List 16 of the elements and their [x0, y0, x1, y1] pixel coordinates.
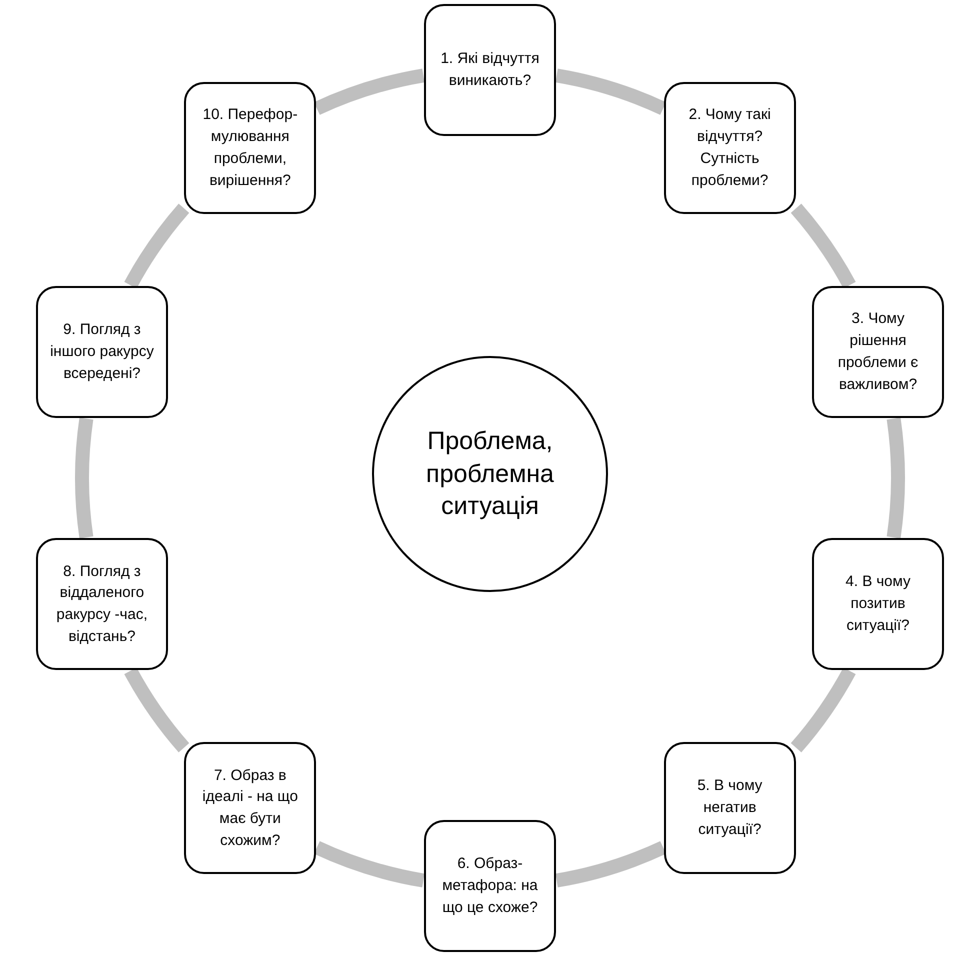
question-box: 6. Образ- метафора: на що це схоже? — [424, 820, 556, 952]
connector-arc — [886, 418, 905, 538]
connector-arc — [314, 68, 425, 115]
question-box: 10. Перефор- мулювання проблеми, вирішення? — [184, 82, 316, 214]
connector-arc — [314, 841, 425, 888]
question-box: 4. В чому позитив ситуації? — [812, 538, 944, 670]
question-box: 3. Чому рішення проблеми є важливом? — [812, 286, 944, 418]
question-box: 7. Образ в ідеалі - на що має бути схожим? — [184, 742, 316, 874]
question-box: 5. В чому негатив ситуації? — [664, 742, 796, 874]
question-box: 1. Які відчуття виникають? — [424, 4, 556, 136]
question-box: 8. Погляд з віддаленого ракурсу -час, відстань? — [36, 538, 168, 670]
question-box: 9. Погляд з іншого ракурсу всередені? — [36, 286, 168, 418]
question-box: 2. Чому такі відчуття? Сутність проблеми? — [664, 82, 796, 214]
connector-arc — [555, 841, 666, 888]
connector-arc — [555, 68, 666, 115]
connector-arc — [75, 418, 94, 538]
